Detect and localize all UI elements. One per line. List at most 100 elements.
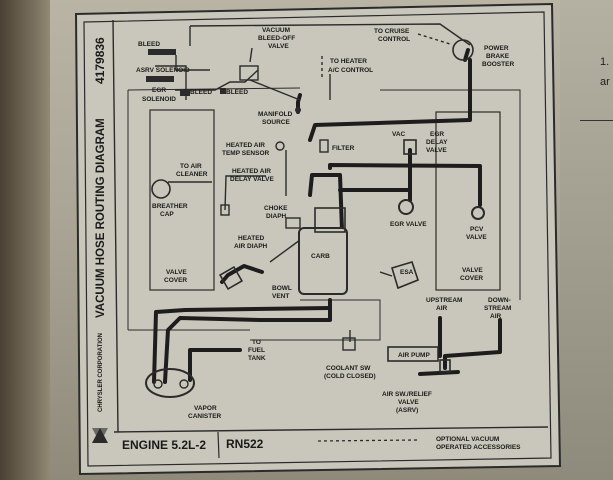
engine-box-divider	[217, 431, 220, 459]
coolant-switch	[342, 337, 356, 351]
engine-code: RN522	[226, 437, 264, 451]
label-heated-diaph-2: AIR DIAPH	[234, 243, 268, 250]
label-pcv-2: VALVE	[466, 234, 487, 241]
label-egr-valve: EGR VALVE	[390, 221, 427, 228]
label-downstream-3: AIR	[490, 313, 502, 320]
right-page-text-2: ar	[600, 76, 610, 88]
label-vapor-1: VAPOR	[194, 405, 217, 412]
label-downstream-1: DOWN-	[488, 297, 511, 304]
label-vapor-2: CANISTER	[188, 413, 222, 420]
label-valve-cover-l1: VALVE	[166, 269, 187, 276]
diagram-title: VACUUM HOSE ROUTING DIAGRAM	[95, 118, 107, 318]
legend-text-2: OPERATED ACCESSORIES	[436, 444, 521, 451]
label-to-heater-1: TO HEATER	[330, 58, 367, 65]
thin-lines	[155, 23, 471, 342]
label-air-sw-2: VALVE	[398, 399, 419, 406]
egr-delay-valve	[403, 139, 417, 155]
label-to-fuel-3: TANK	[248, 355, 266, 362]
right-page: 1. ar	[560, 0, 613, 480]
right-page-text-1: 1.	[600, 56, 610, 68]
label-to-heater-2: A/C CONTROL	[328, 67, 373, 74]
label-vac: VAC	[392, 131, 406, 138]
label-to-cruise-1: TO CRUISE	[374, 28, 410, 35]
label-to-air-1: TO AIR	[180, 163, 202, 170]
label-bleed-mid: BLEED	[190, 89, 212, 96]
label-downstream-2: STREAM	[484, 305, 511, 312]
egr-solenoid-body	[146, 76, 174, 82]
label-egr-solenoid-1: EGR	[152, 87, 166, 94]
legend-text-1: OPTIONAL VACUUM	[436, 436, 499, 443]
label-heated-delay-2: DELAY VALVE	[230, 176, 274, 183]
label-heated-sensor-1: HEATED AIR	[226, 142, 265, 149]
label-manifold-1: MANIFOLD	[258, 111, 293, 118]
air-pump-body	[387, 346, 439, 362]
heated-air-delay-valve	[220, 204, 230, 216]
label-bleed-top: BLEED	[138, 41, 160, 48]
asrv-body	[439, 359, 451, 373]
breather-cap	[151, 179, 171, 199]
bottom-strip-divider	[113, 426, 549, 433]
label-vac-bleed-1: VACUUM	[262, 27, 290, 34]
label-carb: CARB	[311, 253, 330, 260]
heated-air-diaph	[218, 265, 244, 291]
label-upstream-1: UPSTREAM	[426, 297, 462, 304]
carburetor-top	[314, 207, 346, 233]
choke-diaph	[285, 217, 301, 229]
part-number: 4179836	[93, 37, 107, 84]
label-asrv-solenoid: ASRV SOLENOID	[136, 67, 190, 74]
vapor-canister	[145, 368, 195, 398]
label-bowl-2: VENT	[272, 293, 289, 300]
label-breather-2: CAP	[160, 211, 174, 218]
label-bowl-1: BOWL	[272, 285, 292, 292]
label-valve-cover-r2: COVER	[460, 275, 483, 282]
asrv-solenoid-body	[148, 49, 176, 55]
engine-label: ENGINE 5.2L-2	[122, 438, 206, 452]
label-power-brake-3: BOOSTER	[482, 61, 514, 68]
label-choke-1: CHOKE	[264, 205, 288, 212]
legend-dashed-line	[317, 439, 419, 442]
heated-air-sensor	[275, 141, 285, 151]
label-air-sw-3: (ASRV)	[396, 407, 418, 414]
label-vac-bleed-3: VALVE	[268, 43, 289, 50]
label-heated-diaph-1: HEATED	[238, 235, 265, 242]
label-coolant-1: COOLANT SW	[326, 365, 371, 372]
label-power-brake-1: POWER	[484, 45, 509, 52]
left-valve-cover	[149, 109, 215, 291]
label-filter: FILTER	[332, 145, 355, 152]
label-egr-delay-1: EGR	[430, 131, 444, 138]
filter	[319, 139, 329, 153]
chrysler-logo: CHRYSLER CORPORATION	[92, 333, 108, 443]
vacuum-hoses	[152, 48, 502, 384]
label-upstream-2: AIR	[436, 305, 448, 312]
label-to-cruise-2: CONTROL	[378, 36, 410, 43]
label-valve-cover-l2: COVER	[164, 277, 187, 284]
components	[145, 39, 485, 398]
label-valve-cover-r1: VALVE	[462, 267, 483, 274]
title-strip-divider	[112, 19, 119, 433]
label-air-pump: AIR PUMP	[398, 352, 430, 359]
brake-booster	[452, 39, 474, 61]
bleed-off-valve-body	[239, 65, 259, 81]
label-egr-delay-2: DELAY	[426, 139, 448, 146]
label-vac-bleed-2: BLEED-OFF	[258, 35, 295, 42]
label-air-sw-1: AIR SW./RELIEF	[382, 391, 432, 398]
carburetor-body	[298, 227, 348, 295]
label-pcv-1: PCV	[470, 226, 484, 233]
right-page-rule	[580, 120, 613, 121]
label-egr-solenoid-2: SOLENOID	[142, 96, 176, 103]
label-breather-1: BREATHER	[152, 203, 188, 210]
label-egr-delay-3: VALVE	[426, 147, 447, 154]
label-to-fuel-1: TO	[252, 339, 261, 346]
label-manifold-2: SOURCE	[262, 119, 290, 126]
label-heated-sensor-2: TEMP SENSOR	[222, 150, 270, 157]
label-to-fuel-2: FUEL	[248, 347, 265, 354]
diagram-labels: BLEED ASRV SOLENOID EGR SOLENOID BLEED B…	[136, 27, 514, 420]
label-power-brake-2: BRAKE	[486, 53, 510, 60]
optional-dashed-lines	[321, 33, 451, 80]
brand-text: CHRYSLER CORPORATION	[98, 333, 104, 412]
label-choke-2: DIAPH	[266, 213, 287, 220]
esa-unit	[391, 261, 419, 290]
label-esa: ESA	[400, 269, 414, 276]
